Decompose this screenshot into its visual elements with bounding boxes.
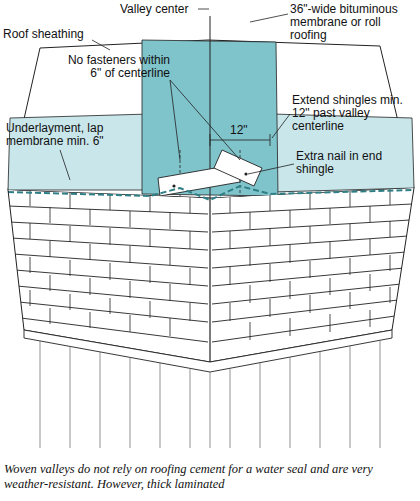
- dimension-tick: [210, 134, 211, 146]
- sheathing-label: Roof sheathing: [3, 28, 98, 41]
- end-shingle: [214, 150, 262, 186]
- leader-lines: [60, 9, 294, 180]
- dimension-line: [210, 140, 270, 141]
- wall-siding: [40, 340, 380, 448]
- fascia: [24, 330, 392, 372]
- dimension-tick: [270, 134, 271, 146]
- dimension-label: 12": [230, 124, 260, 137]
- eave-edge: [8, 188, 414, 362]
- top-course-line: [8, 186, 414, 200]
- fastener-note: No fasteners within 6" of centerline: [62, 54, 170, 80]
- valley-center-label: Valley center: [120, 3, 200, 16]
- nail-note: Extra nail in end shingle: [296, 150, 414, 176]
- figure-caption: Woven valleys do not rely on roofing cem…: [4, 462, 416, 492]
- underlayment-label: Underlayment, lap membrane min. 6": [6, 122, 124, 148]
- nail: [172, 184, 175, 187]
- extend-note: Extend shingles min. 12" past valley cen…: [292, 94, 418, 133]
- nail: [244, 172, 247, 175]
- membrane-label: 36"-wide bituminous membrane or roll roo…: [290, 3, 418, 42]
- valley-line: [209, 198, 210, 362]
